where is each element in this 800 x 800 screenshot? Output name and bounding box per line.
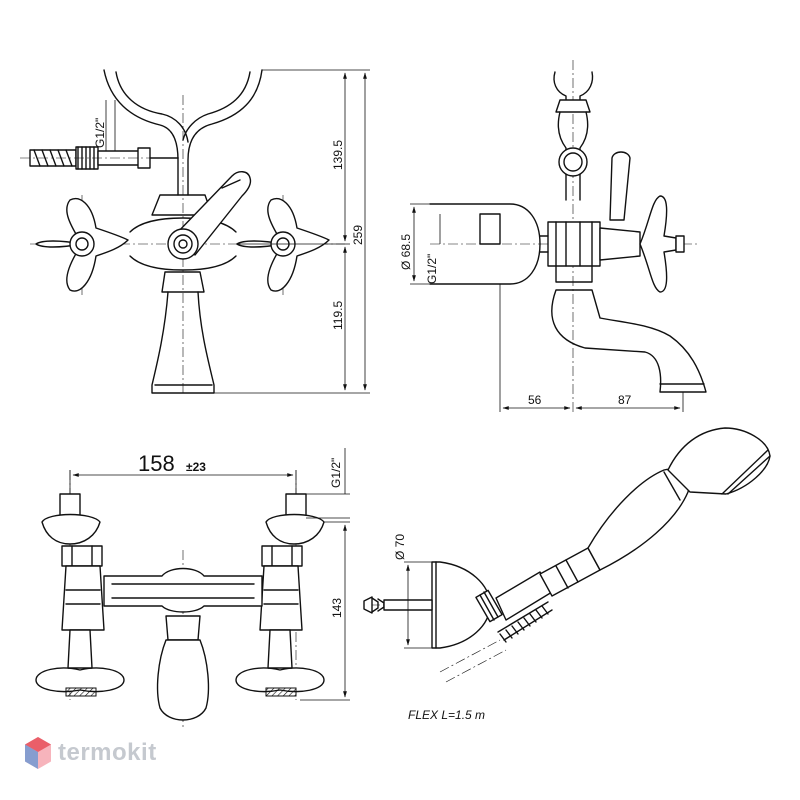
side-thread-label: G1/2" [425, 254, 439, 284]
front-dim-total: 259 [351, 225, 365, 245]
side-dim-left: 56 [528, 393, 542, 407]
top-thread-label: G1/2" [329, 458, 343, 488]
shower-diameter-label: Ø 70 [393, 534, 407, 560]
termokit-logo-icon [25, 737, 51, 769]
hand-shower-view: Ø 70 FLEX L=1.5 m [363, 427, 771, 722]
side-dim-right: 87 [618, 393, 632, 407]
top-span-main: 158 [138, 451, 175, 476]
front-thread-label: G1/2" [93, 118, 107, 148]
top-span-tolerance: ±23 [186, 460, 206, 474]
brand-watermark: termokit [24, 736, 157, 770]
brand-name: termokit [58, 739, 157, 766]
side-diameter-label: Ø 68.5 [399, 234, 413, 270]
side-view: Ø 68.5 G1/2" 56 87 [399, 60, 707, 412]
front-dim-top: 139.5 [331, 140, 345, 170]
flex-hose-note: FLEX L=1.5 m [408, 708, 485, 722]
top-view: 158 ±23 G1/2" 143 [35, 448, 350, 730]
top-height-label: 143 [330, 598, 344, 618]
front-dim-bottom: 119.5 [331, 301, 345, 330]
front-view: G1/2" 139.5 259 119.5 [20, 69, 370, 395]
